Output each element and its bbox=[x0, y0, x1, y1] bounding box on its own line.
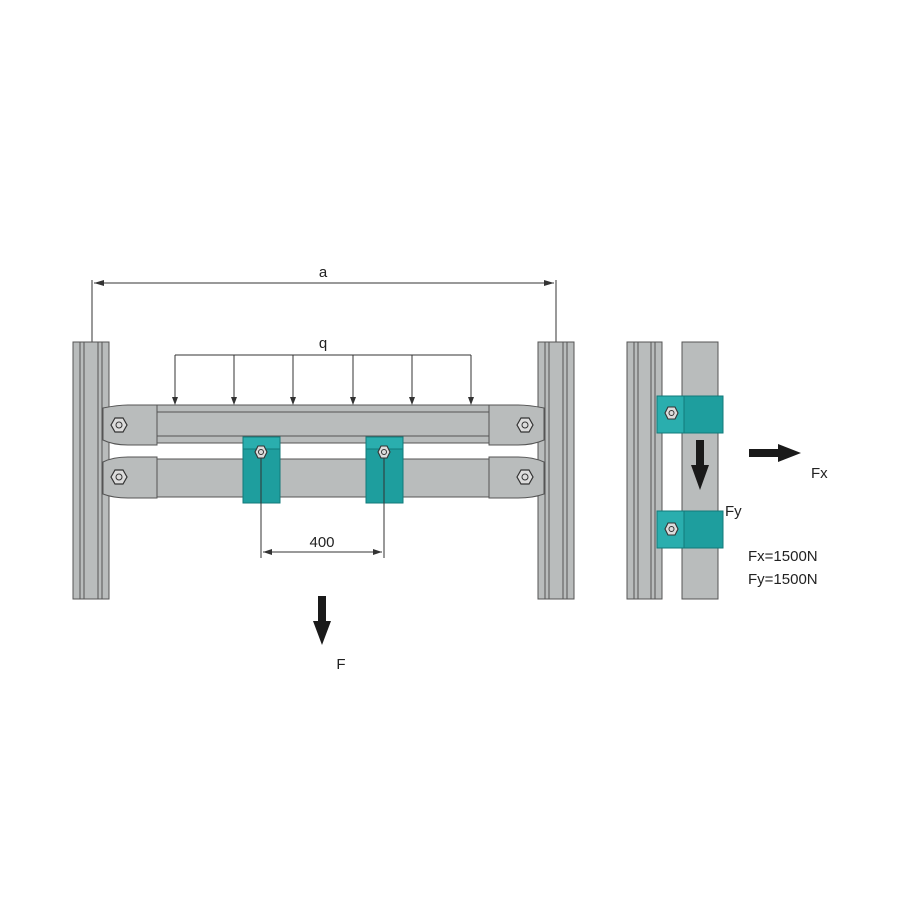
distributed-load-label: q bbox=[319, 335, 327, 352]
dimension-400-label: 400 bbox=[309, 534, 334, 551]
down-arrow-icon bbox=[691, 465, 709, 490]
hex-nut-icon bbox=[254, 445, 268, 459]
upper-beam bbox=[154, 404, 492, 444]
down-arrow-icon bbox=[313, 621, 331, 645]
fy-value-text: Fy=1500N bbox=[748, 571, 818, 588]
side-clamp-upper bbox=[656, 395, 724, 434]
side-clamp-lower bbox=[656, 510, 724, 549]
hex-nut-icon bbox=[110, 417, 128, 433]
fx-value-text: Fx=1500N bbox=[748, 548, 818, 565]
side-post bbox=[626, 341, 663, 600]
force-fx-label: Fx bbox=[811, 465, 828, 482]
hex-nut-icon bbox=[516, 469, 534, 485]
hex-nut-icon bbox=[377, 445, 391, 459]
hex-nut-icon bbox=[664, 522, 679, 536]
front-view: a bbox=[72, 264, 575, 673]
force-fy-arrow: Fy bbox=[691, 440, 742, 520]
force-f-arrow: F bbox=[313, 596, 346, 673]
dimension-a-label: a bbox=[319, 264, 328, 281]
distributed-load-q: q bbox=[172, 335, 474, 405]
force-f-label: F bbox=[336, 656, 345, 673]
right-upper-connector bbox=[488, 404, 545, 446]
left-upper-connector bbox=[102, 404, 158, 446]
right-arrow-icon bbox=[778, 444, 801, 462]
hex-nut-icon bbox=[664, 406, 679, 420]
right-lower-connector bbox=[488, 456, 545, 499]
dimension-a: a bbox=[91, 264, 557, 342]
force-fx-arrow: Fx bbox=[749, 444, 828, 482]
hex-nut-icon bbox=[110, 469, 128, 485]
left-lower-connector bbox=[102, 456, 158, 499]
force-fy-label: Fy bbox=[725, 503, 742, 520]
dimension-400: 400 bbox=[260, 458, 385, 558]
hex-nut-icon bbox=[516, 417, 534, 433]
side-view: Fy Fx Fx=1500N Fy=1500N bbox=[626, 341, 828, 600]
lower-beam bbox=[154, 458, 492, 498]
